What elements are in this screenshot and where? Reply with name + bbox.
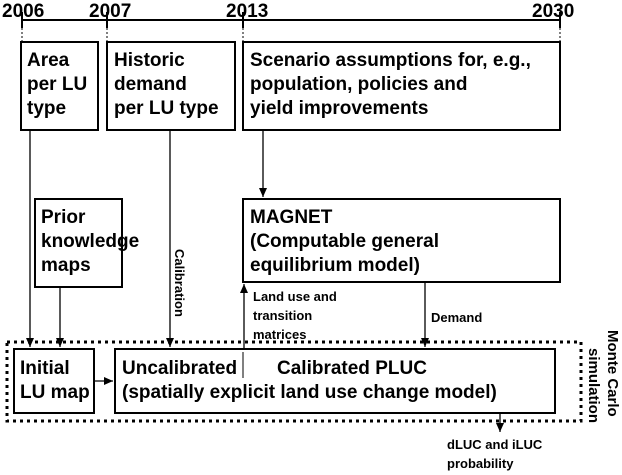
prior-knowledge-box — [34, 198, 123, 288]
area-line-3: type — [27, 98, 66, 119]
output-label-2: probability — [447, 456, 514, 471]
magnet-line-3: equilibrium model) — [250, 255, 420, 276]
year-2006: 2006 — [2, 1, 44, 22]
scenario-box — [242, 41, 561, 131]
magnet-box — [242, 198, 561, 283]
historic-line-2: demand — [114, 74, 187, 95]
initial-line-2: LU map — [20, 382, 90, 403]
pluc-subtitle: (spatially explicit land use change mode… — [122, 382, 497, 403]
land-use-label-2: transition — [253, 308, 312, 323]
prior-line-3: maps — [41, 255, 91, 276]
scenario-line-3: yield improvements — [250, 98, 428, 119]
pluc-calibrated-label: Calibrated PLUC — [277, 358, 427, 379]
area-box — [20, 41, 99, 131]
initial-line-1: Initial — [20, 358, 70, 379]
pluc-uncalibrated-label: Uncalibrated — [122, 358, 237, 379]
prior-line-1: Prior — [41, 207, 86, 228]
monte-carlo-frame — [5, 340, 583, 423]
magnet-line-2: (Computable general — [250, 231, 439, 252]
area-line-2: per LU — [27, 74, 87, 95]
scenario-line-1: Scenario assumptions for, e.g., — [250, 50, 531, 71]
year-2013: 2013 — [226, 1, 268, 22]
monte-carlo-label-1: Monte Carlo — [604, 330, 621, 417]
monte-carlo-label-2: simulation — [585, 348, 602, 423]
calibration-label: Calibration — [172, 249, 187, 317]
demand-label: Demand — [431, 310, 482, 325]
magnet-line-1: MAGNET — [250, 207, 333, 228]
area-line-1: Area — [27, 50, 70, 71]
historic-line-1: Historic — [114, 50, 185, 71]
scenario-line-2: population, policies and — [250, 74, 467, 95]
prior-line-2: knowledge — [41, 231, 139, 252]
land-use-label-3: matrices — [253, 327, 306, 342]
pluc-box — [114, 348, 556, 414]
year-2007: 2007 — [89, 1, 131, 22]
land-use-label-1: Land use and — [253, 289, 337, 304]
year-2030: 2030 — [532, 1, 574, 22]
historic-demand-box — [106, 41, 236, 131]
historic-line-3: per LU type — [114, 98, 219, 119]
output-label-1: dLUC and iLUC — [447, 437, 543, 452]
